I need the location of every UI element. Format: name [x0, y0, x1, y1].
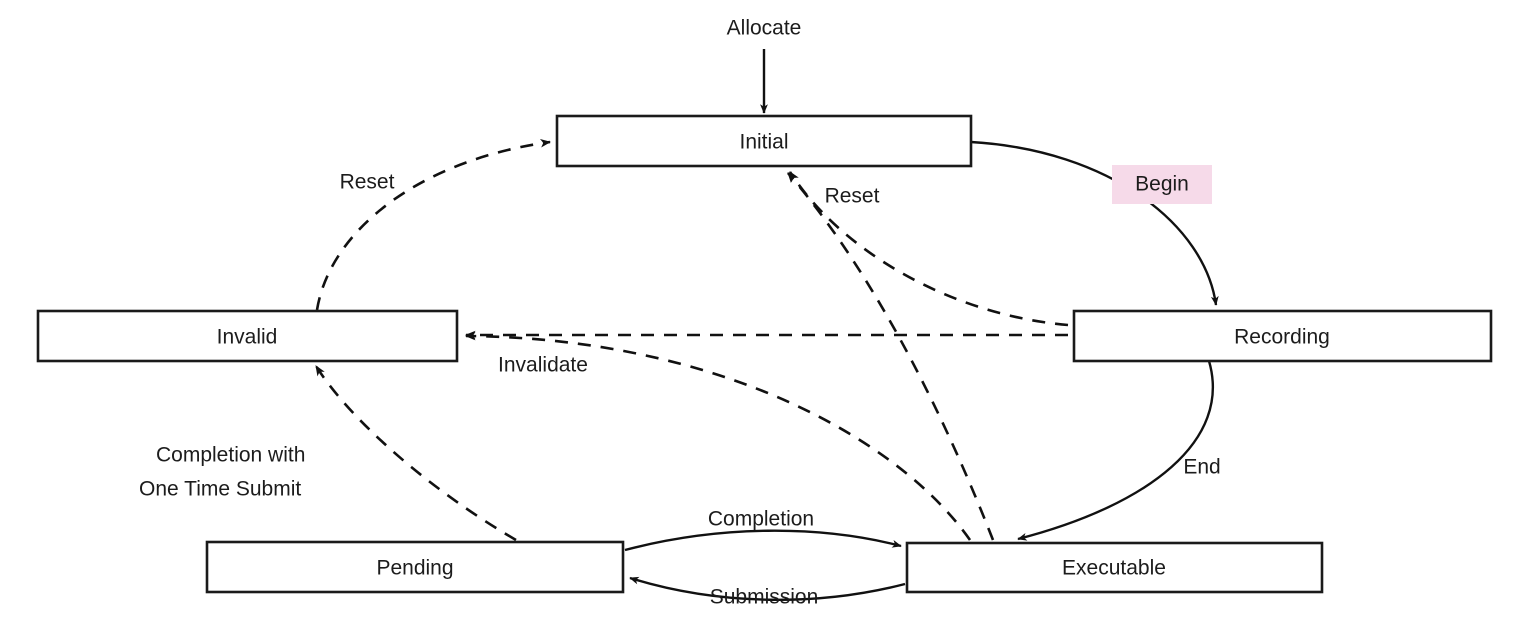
edge-label-completion-one-time-line2: One Time Submit [139, 478, 301, 501]
transition-reset-recording [788, 171, 1069, 327]
transition-reset-invalid [315, 139, 551, 311]
state-executable[interactable]: Executable [905, 541, 1324, 594]
edge-label-allocate: Allocate [727, 17, 802, 40]
state-pending[interactable]: Pending [205, 540, 625, 594]
edge-label-begin: Begin [1135, 173, 1189, 196]
state-invalid[interactable]: Invalid [36, 309, 459, 363]
transition-reset-executable [787, 172, 995, 541]
state-pending-label: Pending [376, 557, 453, 580]
state-recording-label: Recording [1234, 326, 1330, 349]
transition-invalidate-executable [465, 331, 972, 541]
transition-completion [624, 529, 902, 552]
transition-submission [629, 576, 906, 602]
state-invalid-label: Invalid [217, 326, 278, 349]
state-recording[interactable]: Recording [1072, 309, 1493, 363]
edge-label-completion: Completion [708, 508, 814, 531]
state-initial[interactable]: Initial [555, 114, 973, 168]
state-initial-label: Initial [739, 131, 788, 154]
state-executable-label: Executable [1062, 557, 1166, 580]
begin-highlight [1112, 165, 1212, 204]
edge-label-invalidate: Invalidate [498, 354, 588, 377]
transition-completion-one-time [314, 365, 517, 542]
edge-label-end: End [1183, 456, 1220, 479]
edge-label-reset-mid: Reset [825, 185, 880, 208]
edge-label-submission: Submission [710, 586, 819, 609]
transition-end [1017, 360, 1215, 541]
edge-label-completion-one-time-line1: Completion with [156, 444, 305, 467]
edge-label-reset-left: Reset [340, 171, 395, 194]
